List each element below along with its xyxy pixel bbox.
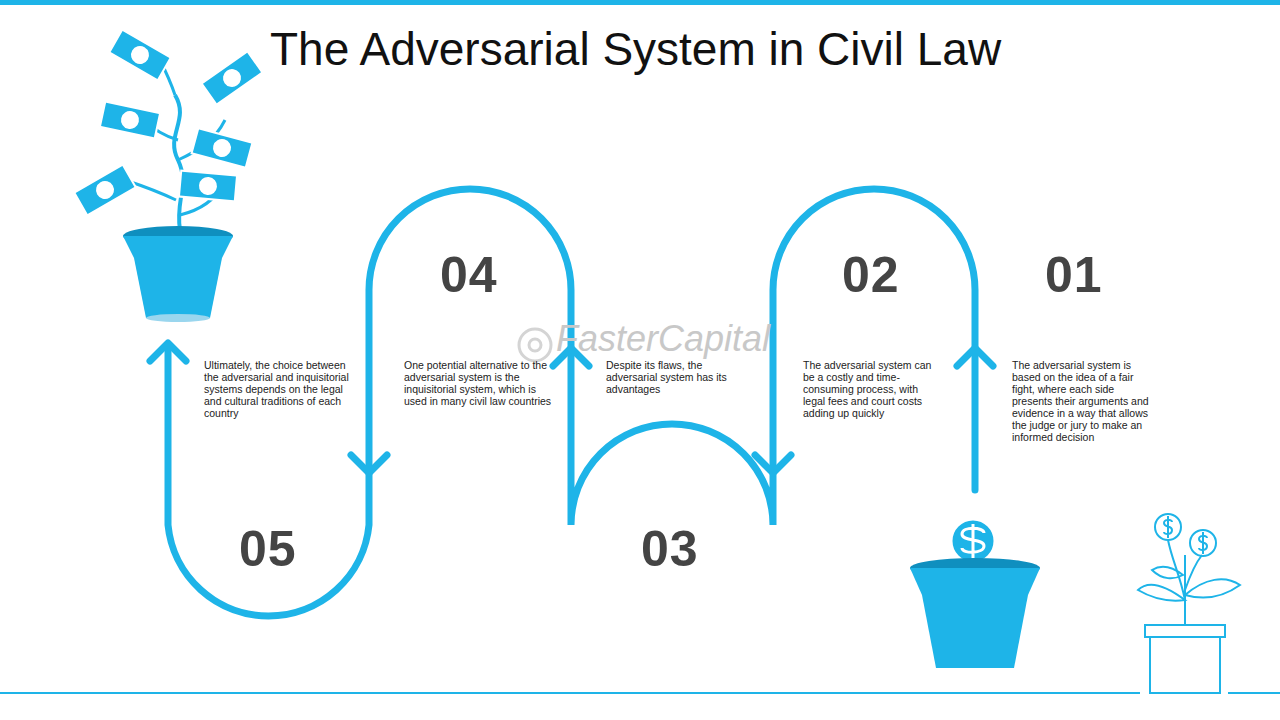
- money-tree-pot: [74, 30, 262, 322]
- step-text: One potential alternative to the adversa…: [404, 359, 552, 407]
- coin-pot: [910, 519, 1040, 668]
- slide-title: The Adversarial System in Civil Law: [270, 22, 1001, 76]
- step-text: Despite its flaws, the adversarial syste…: [606, 359, 741, 395]
- step-text: The adversarial system is based on the i…: [1012, 359, 1152, 443]
- serpentine-path: [168, 189, 975, 616]
- arrowheads: [150, 343, 993, 473]
- step-text: Ultimately, the choice between the adver…: [204, 359, 352, 419]
- step-number: 05: [239, 520, 297, 578]
- watermark-gear: [519, 329, 551, 361]
- watermark: FasterCapital: [556, 318, 770, 360]
- step-number: 04: [440, 246, 498, 304]
- step-number: 03: [641, 520, 699, 578]
- step-number: 02: [842, 246, 900, 304]
- ground-line: [1228, 692, 1280, 694]
- step-text: The adversarial system can be a costly a…: [803, 359, 938, 419]
- top-bar: [0, 0, 1280, 5]
- step-number: 01: [1045, 246, 1103, 304]
- ground-line: [0, 692, 1140, 694]
- outline-plant: [1138, 514, 1240, 693]
